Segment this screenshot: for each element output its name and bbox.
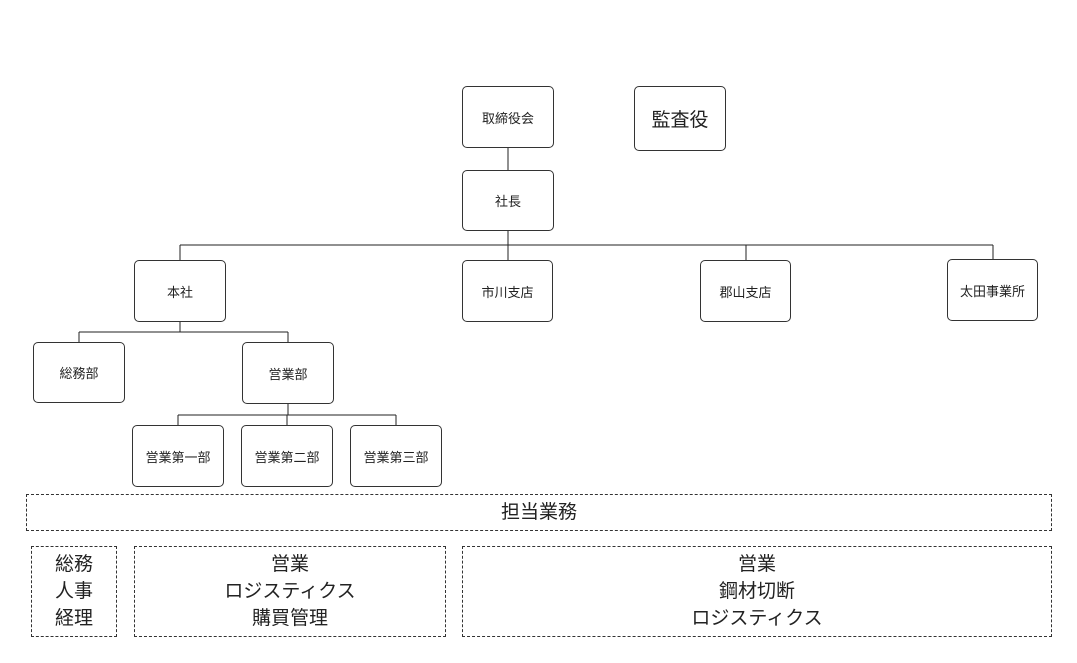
sales-dept-3-box: 営業第三部	[350, 425, 442, 487]
sales-dept-box: 営業部	[242, 342, 334, 404]
duty-item: 営業	[737, 553, 776, 575]
duty-item: 営業	[270, 553, 309, 575]
president-box: 社長	[462, 170, 554, 231]
duties-branches-box: 営業 鋼材切断 ロジスティクス	[462, 546, 1052, 637]
duties-title-box: 担当業務	[26, 494, 1052, 531]
ichikawa-branch-box: 市川支店	[462, 260, 553, 322]
duties-general-box: 総務 人事 経理	[31, 546, 117, 637]
duty-item: 購買管理	[251, 607, 328, 629]
ota-office-box: 太田事業所	[947, 259, 1038, 321]
duty-item: 人事	[54, 580, 93, 602]
duty-item: 総務	[54, 553, 93, 575]
general-affairs-dept-box: 総務部	[33, 342, 125, 403]
duty-item: ロジスティクス	[224, 580, 356, 602]
board-of-directors-box: 取締役会	[462, 86, 554, 148]
headquarters-box: 本社	[134, 260, 226, 322]
sales-dept-2-box: 営業第二部	[241, 425, 333, 487]
duty-item: 鋼材切断	[718, 580, 795, 602]
sales-dept-1-box: 営業第一部	[132, 425, 224, 487]
auditor-box: 監査役	[634, 86, 726, 151]
duty-item: ロジスティクス	[691, 607, 823, 629]
duties-title: 担当業務	[500, 501, 577, 523]
koriyama-branch-box: 郡山支店	[700, 260, 791, 322]
duty-item: 経理	[54, 607, 93, 629]
duties-sales-hq-box: 営業 ロジスティクス 購買管理	[134, 546, 446, 637]
